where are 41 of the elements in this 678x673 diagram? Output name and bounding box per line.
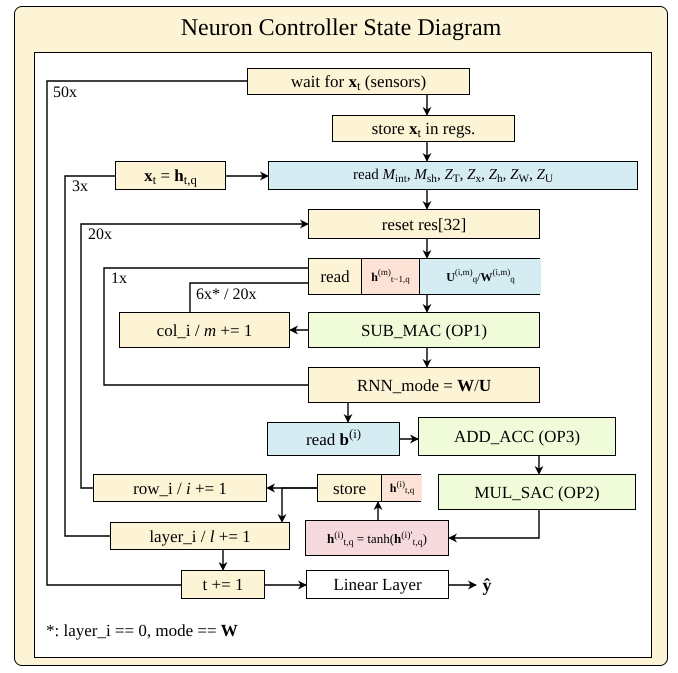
arrow xyxy=(80,220,309,489)
process-box: Linear Layer xyxy=(306,570,449,599)
process-box: row_i / i += 1 xyxy=(93,474,267,502)
process-box: read b$^{(i)}$ xyxy=(267,422,400,456)
diagram-title: Neuron Controller State Diagram xyxy=(180,14,502,43)
process-box: SUB_MAC (OP1) xyxy=(308,312,540,348)
arrow xyxy=(422,348,432,368)
arrow xyxy=(344,403,352,423)
process-box: t += 1 xyxy=(181,570,265,599)
process-box: ADD_ACC (OP3) xyxy=(418,417,616,456)
arrow xyxy=(422,142,432,162)
arrow xyxy=(218,550,228,571)
box-segment: read xyxy=(309,259,361,294)
arrow xyxy=(289,326,308,334)
process-box: wait for x$_{t}$ (sensors) xyxy=(247,68,470,95)
process-box xyxy=(308,258,540,295)
process-box: store x$_{t}$ in regs. xyxy=(332,115,515,142)
process-box: col_i / m += 1 xyxy=(119,312,290,348)
arrow xyxy=(449,580,477,590)
arrow xyxy=(422,95,432,116)
box-segment: store xyxy=(318,475,381,501)
process-box: x$_{t}$ = h$_{t,q}$ xyxy=(115,161,226,190)
arrow xyxy=(422,190,432,210)
process-box: RNN_mode = W/U xyxy=(308,367,540,403)
arrow xyxy=(448,510,540,542)
arrow xyxy=(400,434,419,444)
process-box: MUL_SAC (OP2) xyxy=(438,474,636,510)
process-box: layer_i / l += 1 xyxy=(110,522,290,550)
arrow xyxy=(422,295,432,313)
arrow xyxy=(374,501,382,520)
footnote: *: layer_i == 0, mode == W xyxy=(46,620,238,642)
output-symbol: ŷ xyxy=(476,572,498,598)
arrow xyxy=(226,172,269,180)
process-box: reset res[32] xyxy=(308,209,540,239)
process-box xyxy=(317,474,421,502)
process-box: read M$_{int}$, M$_{sh}$, Z$_{T}$, Z$_{x}$, Z$_{h}$, Z$_{W}$, Z$_{U}$ xyxy=(268,161,638,190)
arrow xyxy=(422,239,432,259)
process-box: h$^{(i)}$$_{t,q}$ = tanh(h$^{(i)′}$$_{t,q}$) xyxy=(305,520,449,556)
arrow xyxy=(278,487,317,523)
arrow xyxy=(265,580,307,590)
arrow xyxy=(534,456,544,475)
